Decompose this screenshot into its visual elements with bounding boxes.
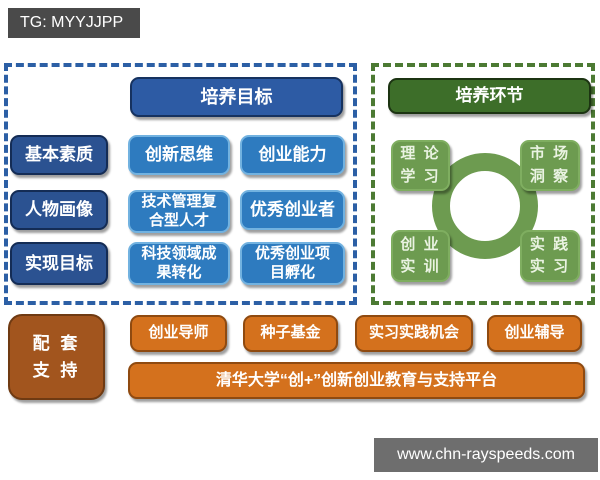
- goal-basic-quality: 基本素质: [10, 135, 108, 175]
- goal-tech-achievement-transfer: 科技领域成 果转化: [128, 242, 230, 285]
- goal-excellent-entrepreneur: 优秀创业者: [240, 190, 345, 230]
- support-internship-opportunity: 实习实践机会: [355, 315, 473, 352]
- goal-achieve-target: 实现目标: [10, 242, 108, 285]
- goal-person-profile: 人物画像: [10, 190, 108, 230]
- support-mentor: 创业导师: [130, 315, 227, 352]
- support-startup-coaching: 创业辅导: [487, 315, 582, 352]
- support-seed-fund: 种子基金: [243, 315, 338, 352]
- goal-innovative-thinking: 创新思维: [128, 135, 230, 175]
- process-practice-internship: 实 践 实 习: [520, 230, 580, 282]
- goals-panel-title: 培养目标: [130, 77, 343, 117]
- goal-tech-management-talent: 技术管理复 合型人才: [128, 190, 230, 233]
- goal-project-incubation: 优秀创业项 目孵化: [240, 242, 345, 285]
- process-startup-training: 创 业 实 训: [391, 230, 450, 282]
- watermark: www.chn-rayspeeds.com: [374, 438, 598, 472]
- goal-entrepreneur-ability: 创业能力: [240, 135, 345, 175]
- support-label: 配 套 支 持: [8, 314, 105, 400]
- process-panel: 培养环节 理 论 学 习 市 场 洞 察 创 业 实 训 实 践 实 习: [371, 63, 595, 305]
- process-market-insight: 市 场 洞 察: [520, 140, 580, 191]
- process-panel-title: 培养环节: [388, 78, 591, 114]
- tg-badge: TG: MYYJJPP: [8, 8, 140, 38]
- process-theory-learning: 理 论 学 习: [391, 140, 450, 191]
- platform-banner: 清华大学“创+”创新创业教育与支持平台: [128, 362, 585, 399]
- goals-panel: 培养目标 基本素质 人物画像 实现目标 创新思维 技术管理复 合型人才 科技领域…: [4, 63, 357, 305]
